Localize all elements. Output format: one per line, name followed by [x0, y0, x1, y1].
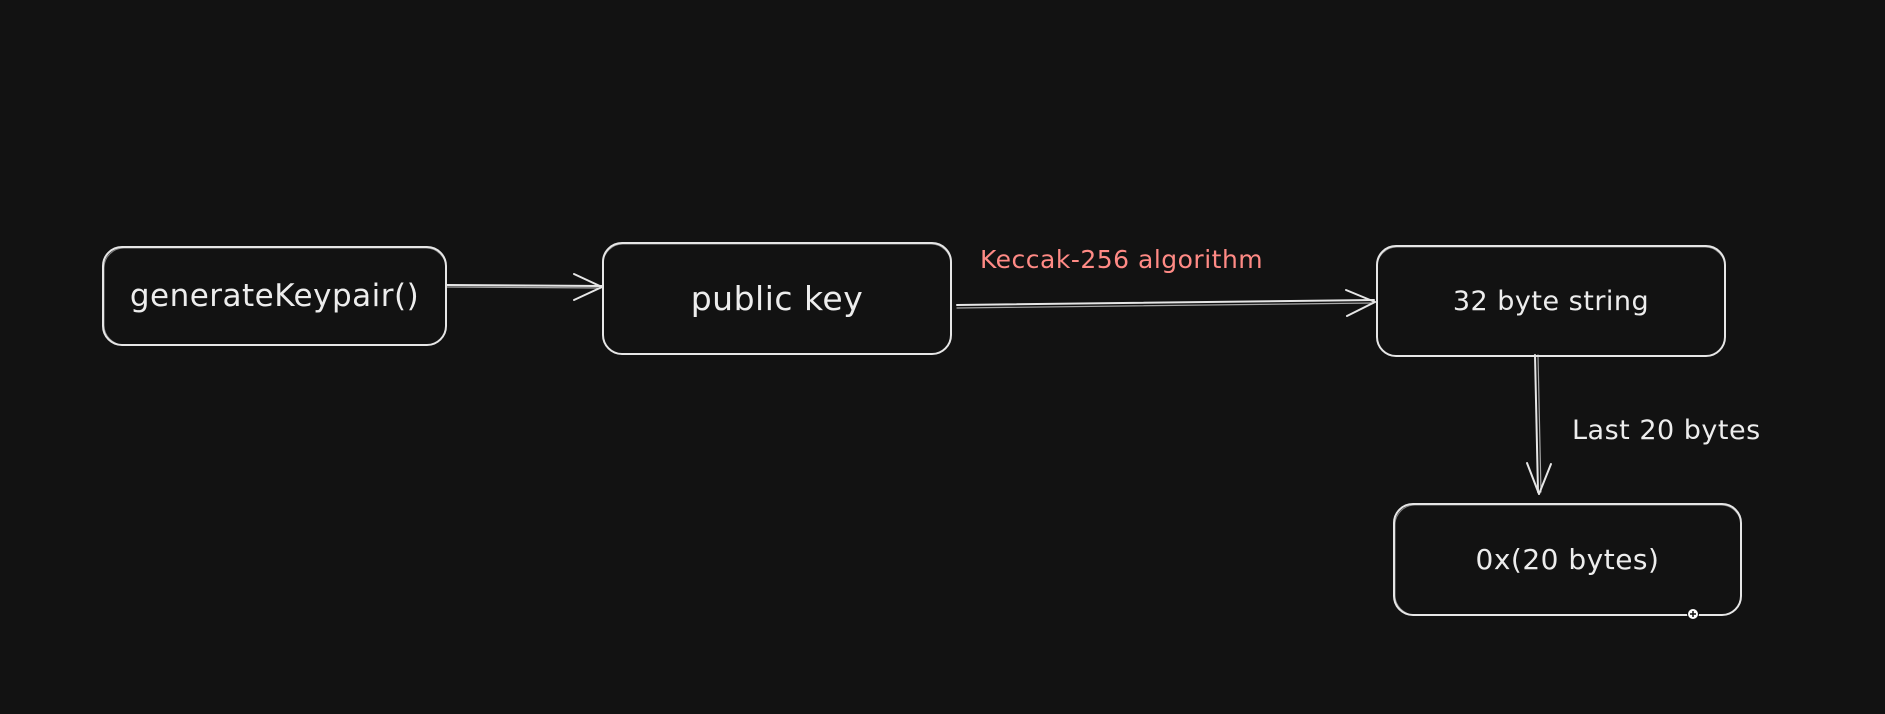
slice-label: Last 20 bytes — [1572, 415, 1761, 446]
arrow-byte-string-to-address — [1526, 354, 1552, 495]
byte-string-node[interactable]: 32 byte string — [1376, 245, 1726, 357]
generate-keypair-label: generateKeypair() — [129, 278, 420, 314]
byte-string-label: 32 byte string — [1452, 285, 1650, 317]
hash-algorithm-label: Keccak-256 algorithm — [980, 245, 1264, 274]
public-key-label: public key — [690, 279, 864, 318]
public-key-node[interactable]: public key — [602, 242, 952, 355]
arrow-keypair-to-public-key — [446, 273, 603, 301]
address-node[interactable]: 0x(20 bytes) — [1393, 503, 1742, 616]
address-label: 0x(20 bytes) — [1475, 543, 1660, 576]
crosshair-cursor-icon — [1687, 608, 1699, 620]
arrow-public-key-to-byte-string — [956, 289, 1376, 317]
generate-keypair-node[interactable]: generateKeypair() — [102, 246, 447, 346]
